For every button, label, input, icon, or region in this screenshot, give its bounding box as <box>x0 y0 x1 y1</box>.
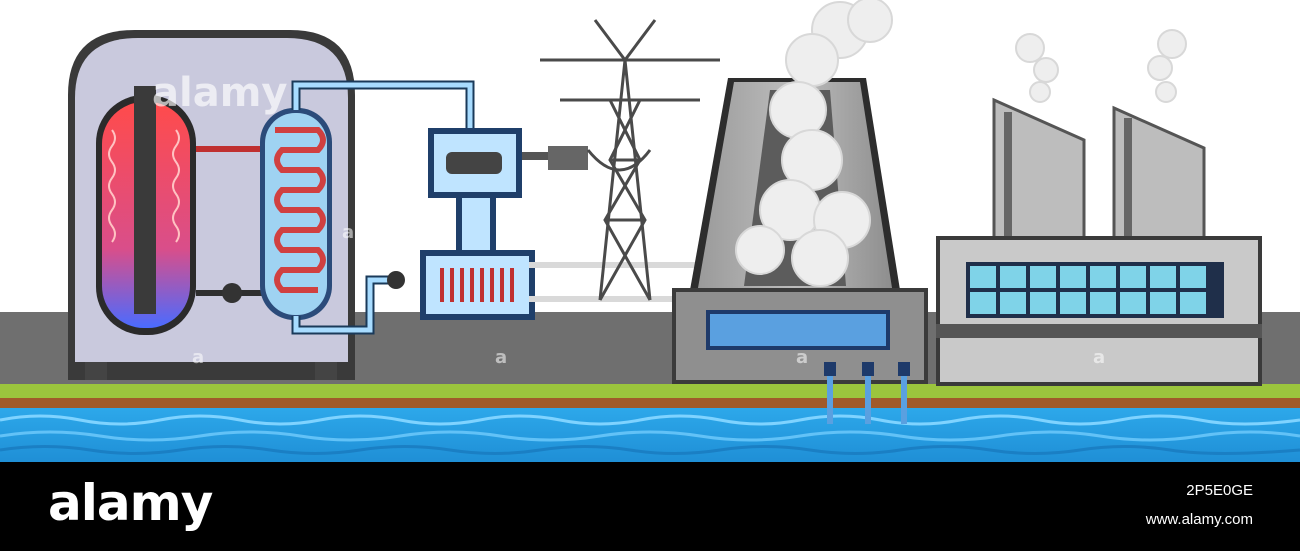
condenser-coils <box>440 268 514 302</box>
watermark-letter: a <box>1093 347 1106 368</box>
steam-pipes <box>291 80 475 335</box>
watermark-letter: a <box>192 347 205 368</box>
factory-building <box>936 97 1262 386</box>
image-id: 2P5E0GE <box>1186 482 1253 499</box>
factory-smoke <box>1015 29 1187 103</box>
steam-cloud <box>735 0 893 287</box>
alamy-logo: alamy <box>48 474 213 532</box>
grass-strip <box>0 384 1300 398</box>
site-url: www.alamy.com <box>1145 511 1253 528</box>
watermark-logo: alamy <box>152 70 288 116</box>
power-plant-illustration <box>0 0 1300 462</box>
transmission-tower <box>540 19 720 301</box>
watermark-letter: a <box>796 347 809 368</box>
scene-svg <box>0 0 1300 462</box>
river <box>0 408 1300 462</box>
watermark-letter: a <box>495 347 508 368</box>
reactor-building <box>68 30 355 380</box>
soil-strip <box>0 398 1300 408</box>
turbine-unit <box>420 128 709 320</box>
footer-bar: alamy 2P5E0GE www.alamy.com <box>0 462 1300 551</box>
outflow-pipes <box>824 362 910 424</box>
watermark-letter: a <box>342 222 355 243</box>
